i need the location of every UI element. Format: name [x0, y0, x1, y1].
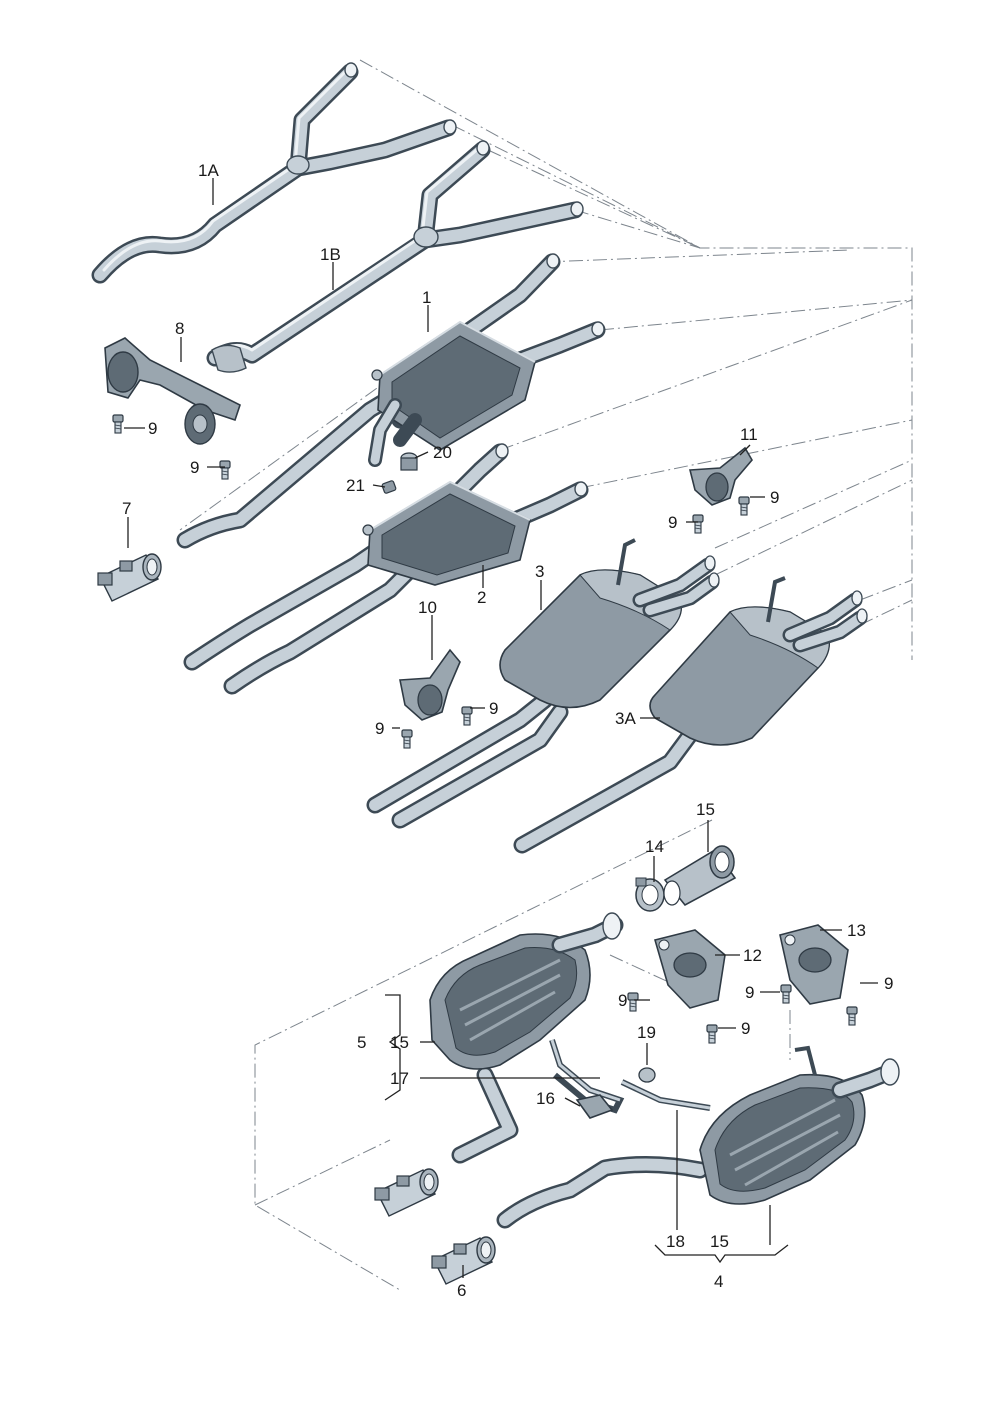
label-9h: 9 — [745, 983, 754, 1002]
label-9j: 9 — [741, 1019, 750, 1038]
part-1a-y-pipe — [91, 62, 457, 284]
part-8-bracket — [104, 337, 241, 445]
label-8: 8 — [175, 319, 184, 338]
label-17: 17 — [390, 1069, 409, 1088]
label-4: 4 — [714, 1272, 723, 1291]
part-15-tail-pipe — [663, 845, 737, 907]
leader-lines — [124, 178, 878, 1278]
bolt-icon — [461, 706, 473, 726]
part-13-hanger — [779, 924, 849, 1005]
part-7-clamp-icon — [97, 553, 162, 602]
part-2-center-muffler — [183, 443, 589, 695]
label-6: 6 — [457, 1281, 466, 1300]
label-5: 5 — [357, 1033, 366, 1052]
label-9f: 9 — [375, 719, 384, 738]
label-9c: 9 — [770, 488, 779, 507]
label-9b: 9 — [190, 458, 199, 477]
part-18-strap — [620, 1079, 711, 1111]
part-19-nut — [638, 1067, 656, 1083]
label-19: 19 — [637, 1023, 656, 1042]
label-9g: 9 — [884, 974, 893, 993]
label-14: 14 — [645, 837, 664, 856]
part-11-hanger — [688, 446, 753, 506]
label-9i: 9 — [618, 991, 627, 1010]
label-15c: 15 — [710, 1232, 729, 1251]
bolt-icon — [780, 984, 792, 1004]
bolt-icon — [627, 992, 639, 1012]
bolt-icon — [846, 1006, 858, 1026]
part-20-rubber-mount — [400, 452, 418, 471]
bolt-icon — [219, 460, 231, 480]
part-3a-rear-silencer — [513, 576, 868, 854]
label-18: 18 — [666, 1232, 685, 1251]
label-7: 7 — [122, 499, 131, 518]
clamp-icon — [374, 1168, 439, 1217]
bolt-icon — [401, 729, 413, 749]
part-5-rear-silencer-left — [429, 912, 624, 1164]
bolt-icon — [692, 514, 704, 534]
label-10: 10 — [418, 598, 437, 617]
label-21: 21 — [346, 476, 365, 495]
label-15b: 15 — [390, 1033, 409, 1052]
part-1b-y-pipe — [206, 140, 584, 373]
label-9e: 9 — [489, 699, 498, 718]
label-1b: 1B — [320, 245, 341, 264]
label-11: 11 — [740, 425, 758, 444]
label-9d: 9 — [668, 513, 677, 532]
bolt-icon — [112, 414, 124, 434]
part-1-center-muffler — [176, 253, 606, 549]
part-labels: 1A 1B 1 8 9 9 20 21 7 2 3 11 9 9 10 9 9 … — [122, 161, 893, 1300]
label-16: 16 — [536, 1089, 555, 1108]
label-3: 3 — [535, 562, 544, 581]
label-1a: 1A — [198, 161, 219, 180]
part-4-rear-silencer-right — [496, 1045, 900, 1229]
bolt-icon — [738, 496, 750, 516]
label-1: 1 — [422, 288, 431, 307]
part-10-hanger — [399, 648, 461, 721]
part-16-clip — [575, 1094, 614, 1119]
label-2: 2 — [477, 588, 486, 607]
label-3a: 3A — [615, 709, 636, 728]
label-15a: 15 — [696, 800, 715, 819]
label-12: 12 — [743, 946, 762, 965]
label-13: 13 — [847, 921, 866, 940]
label-9a: 9 — [148, 419, 157, 438]
label-20: 20 — [433, 443, 452, 462]
bolt-icon — [706, 1024, 718, 1044]
part-21-nut — [381, 480, 397, 494]
part-12-hanger — [654, 929, 726, 1009]
part-3-rear-silencer — [366, 538, 720, 829]
part-14-clamp-ring — [635, 877, 665, 912]
reference-lines — [179, 59, 913, 1291]
